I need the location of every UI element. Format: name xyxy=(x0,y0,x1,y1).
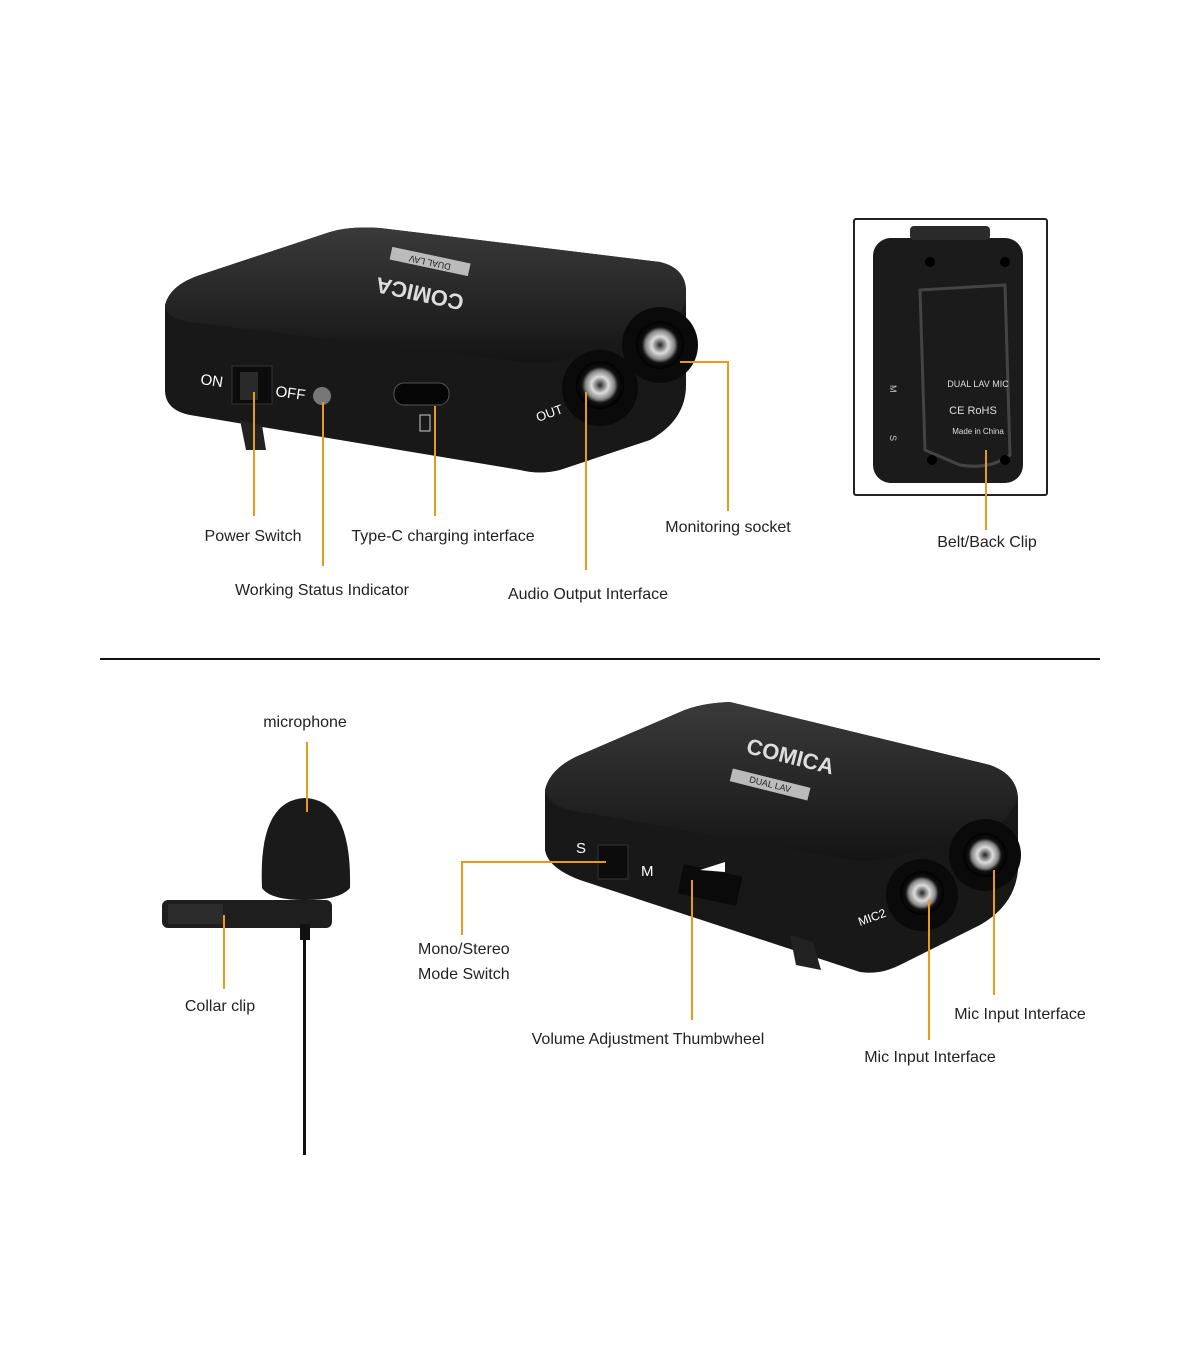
volume-thumbwheel xyxy=(677,864,743,906)
callout-line xyxy=(585,392,587,570)
battery-icon xyxy=(419,414,431,432)
mic2-jack xyxy=(900,871,944,915)
callout-line xyxy=(223,915,225,989)
status-led xyxy=(313,387,331,405)
label-working-status-indicator: Working Status Indicator xyxy=(234,582,410,599)
on-label: ON xyxy=(199,371,224,391)
origin-text: Made in China xyxy=(952,427,1004,436)
callout-line xyxy=(928,900,930,1040)
usb-c-port xyxy=(393,382,450,406)
label-mono-stereo-line1: Mono/Stereo xyxy=(418,941,510,958)
label-mic-input-1: Mic Input Interface xyxy=(954,1006,1086,1023)
callout-line xyxy=(306,742,308,812)
mic1-jack xyxy=(963,833,1007,877)
callout-line xyxy=(253,392,255,516)
back-view-inset-frame xyxy=(853,218,1048,496)
callout-line xyxy=(993,870,995,995)
callout-line xyxy=(461,861,606,863)
callout-line xyxy=(680,361,729,363)
model-text: DUAL LAV MIC xyxy=(947,379,1009,389)
callout-line xyxy=(727,361,729,511)
callout-line xyxy=(322,402,324,566)
receiver-device-side: COMICA DUAL LAV S M MIC2 xyxy=(545,702,1021,973)
audio-output-jack xyxy=(576,361,624,409)
receiver-device-front: DUAL LAV COMICA ON OFF OUT xyxy=(165,227,698,473)
callout-line xyxy=(434,406,436,516)
cert-text: CE RoHS xyxy=(949,405,997,417)
callout-line xyxy=(985,450,987,530)
switch-m-label: M xyxy=(888,385,898,393)
foam-windscreen xyxy=(261,798,351,900)
callout-line xyxy=(691,880,693,1020)
monitoring-jack xyxy=(636,321,684,369)
receiver-device-back: DUAL LAV MIC CE RoHS Made in China M S xyxy=(873,226,1023,483)
callout-line xyxy=(461,861,463,935)
section-divider xyxy=(100,658,1100,660)
label-mono-stereo: Mono/Stereo Mode Switch xyxy=(418,937,510,987)
off-label: OFF xyxy=(274,383,306,404)
label-monitoring-socket: Monitoring socket xyxy=(665,519,791,536)
label-audio-output: Audio Output Interface xyxy=(507,586,669,603)
label-collar-clip: Collar clip xyxy=(184,998,256,1015)
label-mic-input-2: Mic Input Interface xyxy=(864,1049,996,1066)
switch-m-label: M xyxy=(641,863,654,880)
label-type-c: Type-C charging interface xyxy=(351,528,535,545)
switch-s-label: S xyxy=(888,435,898,441)
label-volume-wheel: Volume Adjustment Thumbwheel xyxy=(531,1031,765,1048)
mic-cable xyxy=(303,935,306,1155)
lavalier-microphone xyxy=(162,798,351,1155)
label-microphone: microphone xyxy=(263,714,347,731)
label-power-switch: Power Switch xyxy=(204,528,302,545)
label-mono-stereo-line2: Mode Switch xyxy=(418,966,510,983)
switch-s-label: S xyxy=(576,840,586,857)
belt-clip xyxy=(918,283,1012,468)
label-belt-clip: Belt/Back Clip xyxy=(937,534,1037,551)
